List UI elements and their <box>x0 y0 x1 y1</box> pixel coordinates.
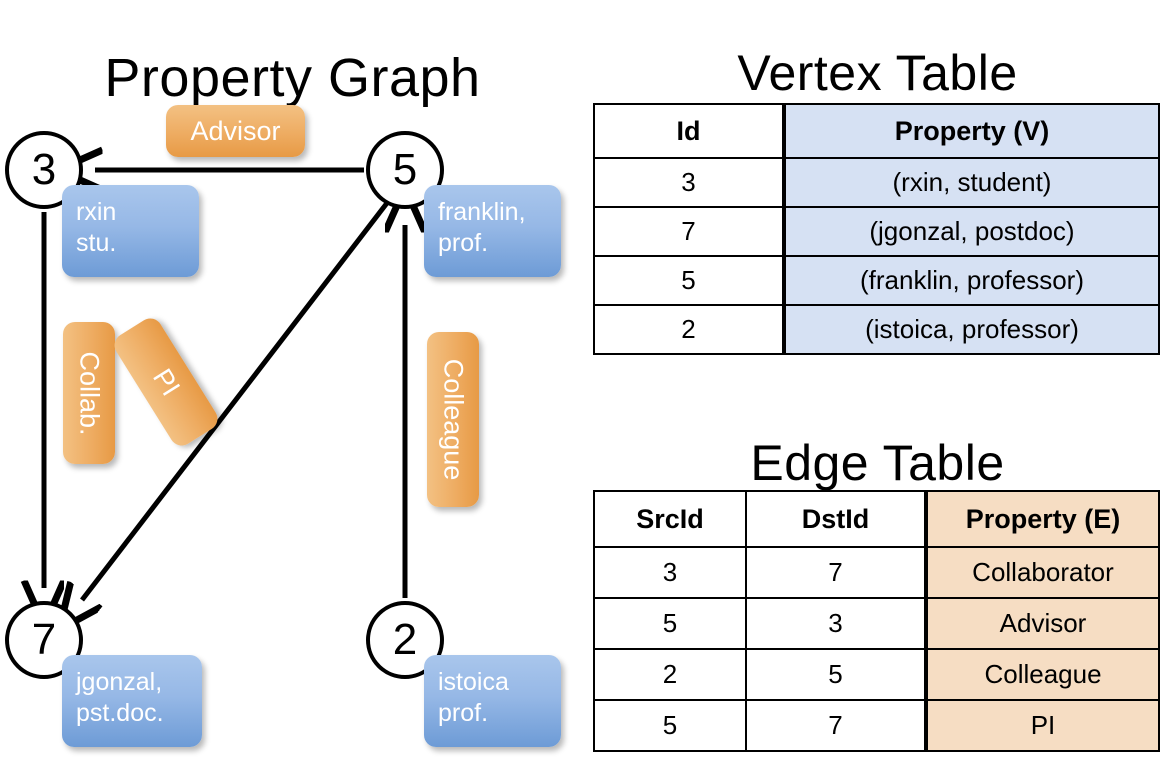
edge-table-header-property: Property (E) <box>924 490 1160 548</box>
property-graph-panel: Property Graph 3 5 7 2 rxin stu. frankli… <box>0 0 585 760</box>
table-row: 2 (istoica, professor) <box>593 304 1160 355</box>
node-7-property-chip: jgonzal, pst.doc. <box>62 655 202 747</box>
page-title-vertex-table: Vertex Table <box>737 44 1018 101</box>
edge-row-1-dst: 3 <box>745 597 927 650</box>
vertex-table-header-id: Id <box>593 103 785 159</box>
edge-row-3-property: PI <box>924 699 1160 752</box>
edge-label-colleague-text: Colleague <box>438 358 469 481</box>
edge-label-advisor: Advisor <box>166 105 305 157</box>
node-3-property-line-1: rxin <box>76 198 117 226</box>
node-2-property-line-2: prof. <box>438 699 489 727</box>
table-row: 5 (franklin, professor) <box>593 255 1160 306</box>
graph-node-7-label: 7 <box>31 615 57 664</box>
vertex-table-header-row: Id Property (V) <box>593 103 1160 159</box>
node-7-property-line-2: pst.doc. <box>76 699 164 727</box>
vertex-row-0-property: (rxin, student) <box>782 157 1160 208</box>
vertex-row-1-id: 7 <box>593 206 785 257</box>
node-2-property-chip: istoica prof. <box>424 655 561 747</box>
table-row: 2 5 Colleague <box>593 648 1160 701</box>
node-5-property-line-1: franklin, <box>438 198 526 226</box>
edge-label-colleague: Colleague <box>427 332 479 507</box>
node-5-property-line-2: prof. <box>438 229 489 257</box>
node-3-property-line-2: stu. <box>76 229 117 257</box>
table-row: 3 7 Collaborator <box>593 546 1160 599</box>
edge-label-advisor-text: Advisor <box>190 115 281 146</box>
vertex-table: Id Property (V) 3 (rxin, student) 7 (jgo… <box>593 103 1160 355</box>
edge-label-collab-text: Collab. <box>74 350 105 436</box>
graph-node-5[interactable]: 5 <box>366 131 444 209</box>
vertex-row-0-id: 3 <box>593 157 785 208</box>
graph-edge-lines <box>0 0 585 760</box>
node-5-property-chip: franklin, prof. <box>424 185 561 277</box>
edge-row-0-property: Collaborator <box>924 546 1160 599</box>
edge-row-3-src: 5 <box>593 699 747 752</box>
node-2-property-line-1: istoica <box>438 668 509 696</box>
vertex-row-2-property: (franklin, professor) <box>782 255 1160 306</box>
table-row: 7 (jgonzal, postdoc) <box>593 206 1160 257</box>
node-3-property-chip: rxin stu. <box>62 185 199 277</box>
edge-label-collab: Collab. <box>63 322 115 464</box>
edge-label-pi-text: PI <box>146 362 186 401</box>
vertex-table-header-property: Property (V) <box>782 103 1160 159</box>
edge-row-0-src: 3 <box>593 546 747 599</box>
edge-row-0-dst: 7 <box>745 546 927 599</box>
page-title-edge-table: Edge Table <box>750 434 1005 491</box>
table-row: 5 7 PI <box>593 699 1160 752</box>
edge-row-2-dst: 5 <box>745 648 927 701</box>
edge-row-2-src: 2 <box>593 648 747 701</box>
vertex-row-2-id: 5 <box>593 255 785 306</box>
edge-row-3-dst: 7 <box>745 699 927 752</box>
edge-row-2-property: Colleague <box>924 648 1160 701</box>
graph-node-2-label: 2 <box>392 615 418 664</box>
node-7-property-line-1: jgonzal, <box>76 668 163 696</box>
graph-node-3-label: 3 <box>31 145 57 194</box>
vertex-row-3-id: 2 <box>593 304 785 355</box>
table-row: 5 3 Advisor <box>593 597 1160 650</box>
vertex-row-3-property: (istoica, professor) <box>782 304 1160 355</box>
page-title-property-graph: Property Graph <box>104 48 481 109</box>
vertex-row-1-property: (jgonzal, postdoc) <box>782 206 1160 257</box>
graph-node-2[interactable]: 2 <box>366 601 444 679</box>
edge-table-header-srcid: SrcId <box>593 490 747 548</box>
table-row: 3 (rxin, student) <box>593 157 1160 208</box>
edge-row-1-property: Advisor <box>924 597 1160 650</box>
edge-table-header-row: SrcId DstId Property (E) <box>593 490 1160 548</box>
edge-table-header-dstid: DstId <box>745 490 927 548</box>
edge-row-1-src: 5 <box>593 597 747 650</box>
graph-node-5-label: 5 <box>392 145 418 194</box>
edge-table: SrcId DstId Property (E) 3 7 Collaborato… <box>593 490 1160 752</box>
edge-5-to-7 <box>82 201 389 600</box>
